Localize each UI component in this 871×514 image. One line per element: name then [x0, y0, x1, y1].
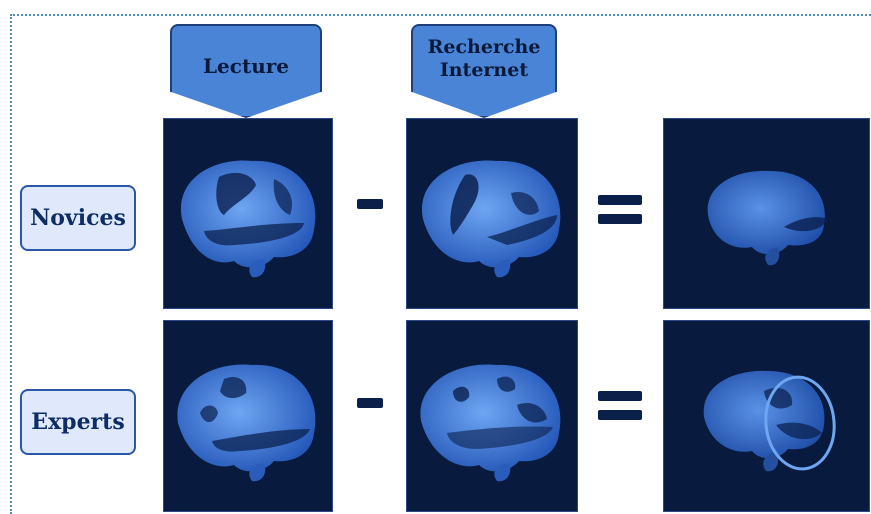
equals-sign-icon: [598, 391, 642, 420]
row-label-novices-text: Novices: [30, 205, 126, 231]
highlight-circle: [764, 375, 836, 471]
brain-scan-novices-lecture: [163, 118, 333, 309]
row-label-experts-text: Experts: [31, 409, 125, 435]
brain-scan-experts-recherche: [406, 320, 578, 512]
minus-sign-icon: [357, 398, 383, 408]
column-header-lecture: Lecture: [170, 24, 322, 118]
brain-icon: [707, 170, 828, 266]
brain-icon: [180, 160, 316, 278]
row-label-novices: Novices: [20, 185, 136, 251]
brain-scan-novices-recherche: [406, 118, 578, 309]
column-header-recherche-label: Recherche Internet: [427, 36, 541, 81]
dotted-frame-top: [10, 14, 871, 16]
column-header-lecture-label: Lecture: [202, 54, 289, 78]
equals-sign-icon: [598, 195, 642, 224]
row-label-experts: Experts: [20, 389, 136, 455]
brain-scan-novices-difference: [663, 118, 870, 309]
minus-sign-icon: [357, 199, 383, 209]
brain-scan-experts-lecture: [163, 320, 333, 512]
brain-scan-experts-difference: [663, 320, 870, 512]
column-header-recherche: Recherche Internet: [411, 24, 557, 118]
brain-icon: [420, 364, 561, 482]
brain-icon: [422, 160, 561, 278]
dotted-frame-left: [10, 14, 12, 514]
brain-icon: [703, 370, 836, 472]
brain-icon: [177, 364, 316, 482]
